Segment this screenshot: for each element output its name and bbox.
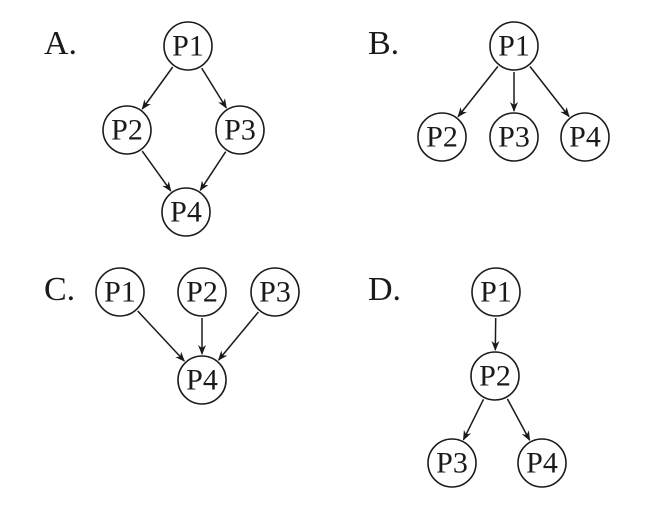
- node-b-p1-label: P1: [498, 30, 530, 63]
- node-d-p1-label: P1: [480, 276, 512, 309]
- node-a-p2-label: P2: [111, 114, 143, 147]
- node-b-p4-label: P4: [569, 121, 601, 154]
- option-a-edges: [141, 66, 227, 192]
- node-b-p4: P4: [560, 112, 610, 162]
- node-c-p1-label: P1: [104, 276, 136, 309]
- node-d-p2-label: P2: [479, 360, 511, 393]
- node-a-p1: P1: [163, 21, 213, 71]
- node-a-p3: P3: [215, 105, 265, 155]
- node-a-p4-label: P4: [170, 196, 202, 229]
- node-b-p2: P2: [417, 112, 467, 162]
- option-c-label: C.: [44, 271, 75, 308]
- node-b-p3: P3: [489, 112, 539, 162]
- node-c-p1: P1: [95, 267, 145, 317]
- node-c-p2-label: P2: [186, 276, 218, 309]
- option-b-label: B.: [368, 25, 399, 62]
- node-b-p2-label: P2: [426, 121, 458, 154]
- node-c-p2: P2: [177, 267, 227, 317]
- node-d-p3-label: P3: [436, 447, 468, 480]
- node-a-p2: P2: [102, 105, 152, 155]
- edge-p1-to-p4: [529, 66, 570, 118]
- node-c-p3: P3: [250, 267, 300, 317]
- node-b-p3-label: P3: [498, 121, 530, 154]
- node-d-p2: P2: [470, 351, 520, 401]
- option-b-edges: [457, 65, 570, 118]
- edge-p2-to-p3: [462, 398, 485, 441]
- edge-p2-to-p4: [141, 150, 172, 192]
- node-b-p1: P1: [489, 21, 539, 71]
- node-d-p4-label: P4: [526, 447, 558, 480]
- edge-p1-to-p2: [141, 66, 174, 110]
- edge-p1-to-p4: [137, 310, 185, 362]
- edge-p2-to-p4: [506, 398, 531, 441]
- node-c-p4: P4: [177, 355, 227, 405]
- option-d-edges: [462, 317, 531, 441]
- edge-p3-to-p4: [199, 151, 227, 192]
- node-a-p4: P4: [161, 187, 211, 237]
- edge-p3-to-p4: [217, 311, 259, 361]
- option-c: C. P1 P2 P3 P4: [44, 267, 300, 405]
- node-c-p3-label: P3: [259, 276, 291, 309]
- node-d-p4: P4: [517, 438, 567, 488]
- node-d-p3: P3: [427, 438, 477, 488]
- node-d-p1: P1: [471, 267, 521, 317]
- option-b: B. P1 P2 P3 P4: [368, 21, 610, 162]
- edge-p1-to-p3: [201, 67, 227, 109]
- node-a-p3-label: P3: [224, 114, 256, 147]
- node-c-p4-label: P4: [186, 364, 218, 397]
- option-a-label: A.: [44, 25, 77, 62]
- edge-p1-to-p2: [457, 65, 499, 118]
- option-d-label: D.: [368, 271, 401, 308]
- option-c-edges: [137, 310, 259, 362]
- option-a: A. P1 P2 P3 P4: [44, 21, 265, 237]
- node-a-p1-label: P1: [172, 30, 204, 63]
- option-d: D. P1 P2 P3 P4: [368, 267, 567, 488]
